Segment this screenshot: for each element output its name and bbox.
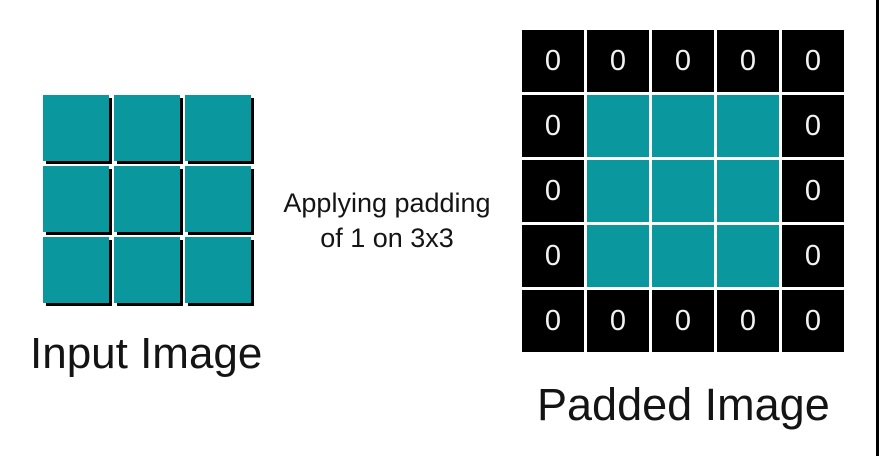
padded-cell-zero: 0 bbox=[782, 225, 844, 287]
caption: Applying padding of 1 on 3x3 bbox=[252, 186, 522, 256]
input-cell bbox=[185, 237, 251, 303]
caption-line-2: of 1 on 3x3 bbox=[320, 223, 454, 253]
padded-cell-zero: 0 bbox=[522, 30, 584, 92]
padded-cell-zero: 0 bbox=[652, 30, 714, 92]
caption-line-1: Applying padding bbox=[283, 188, 491, 218]
padded-cell-zero: 0 bbox=[782, 160, 844, 222]
input-image-label: Input Image bbox=[30, 329, 263, 378]
padded-cell-zero: 0 bbox=[587, 290, 649, 352]
input-cell bbox=[43, 95, 109, 161]
padded-cell-zero: 0 bbox=[782, 290, 844, 352]
padded-cell-image bbox=[717, 95, 779, 157]
input-cell bbox=[114, 237, 180, 303]
padded-cell-image bbox=[587, 225, 649, 287]
input-cell bbox=[114, 95, 180, 161]
padded-cell-zero: 0 bbox=[652, 290, 714, 352]
input-grid bbox=[43, 95, 251, 303]
input-cell bbox=[43, 166, 109, 232]
padded-cell-image bbox=[717, 160, 779, 222]
padded-cell-zero: 0 bbox=[782, 95, 844, 157]
padded-cell-image bbox=[717, 225, 779, 287]
padded-image-label: Padded Image bbox=[537, 379, 830, 430]
input-cell bbox=[43, 237, 109, 303]
input-cell bbox=[185, 95, 251, 161]
padded-cell-image bbox=[587, 95, 649, 157]
padded-cell-image bbox=[652, 160, 714, 222]
input-cell bbox=[114, 166, 180, 232]
padded-cell-zero: 0 bbox=[717, 290, 779, 352]
padded-cell-image bbox=[652, 95, 714, 157]
padded-cell-image bbox=[652, 225, 714, 287]
padded-cell-zero: 0 bbox=[522, 225, 584, 287]
slide-right-border bbox=[876, 0, 879, 456]
input-cell bbox=[185, 166, 251, 232]
padded-cell-zero: 0 bbox=[717, 30, 779, 92]
padded-cell-zero: 0 bbox=[587, 30, 649, 92]
padded-cell-zero: 0 bbox=[782, 30, 844, 92]
padded-cell-image bbox=[587, 160, 649, 222]
padded-cell-zero: 0 bbox=[522, 290, 584, 352]
padded-cell-zero: 0 bbox=[522, 95, 584, 157]
padded-cell-zero: 0 bbox=[522, 160, 584, 222]
